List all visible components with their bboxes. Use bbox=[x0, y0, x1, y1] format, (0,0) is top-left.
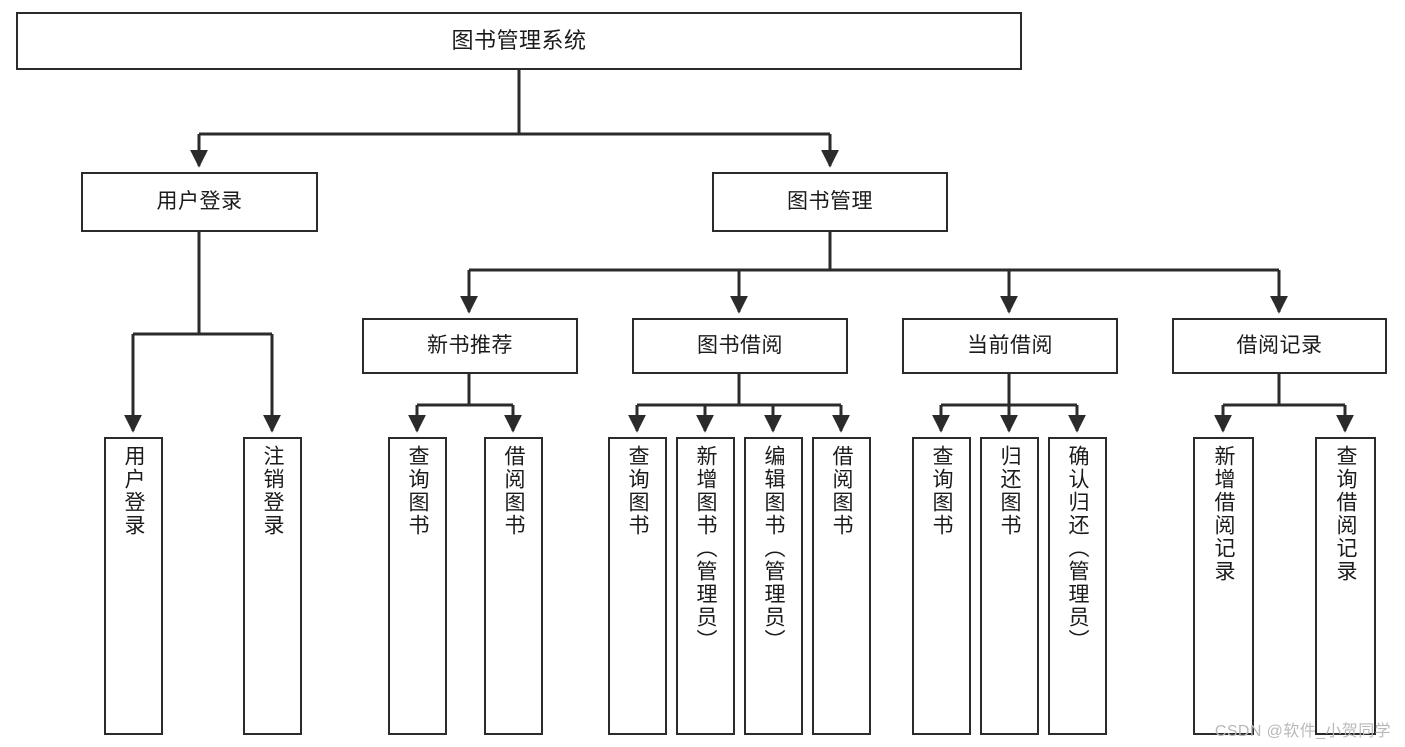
node-leaf-current-query-book-label: 查询图书 bbox=[930, 445, 953, 537]
node-book-borrow-label: 图书借阅 bbox=[697, 333, 783, 357]
node-leaf-add-borrow-record[interactable]: 新增借阅记录 bbox=[1193, 437, 1254, 735]
node-leaf-recommend-query-book[interactable]: 查询图书 bbox=[388, 437, 447, 735]
node-leaf-borrow-query-book-label: 查询图书 bbox=[626, 445, 649, 537]
node-new-book-recommend[interactable]: 新书推荐 bbox=[362, 318, 578, 374]
node-leaf-user-login[interactable]: 用户登录 bbox=[104, 437, 163, 735]
node-book-manage[interactable]: 图书管理 bbox=[712, 172, 948, 232]
node-leaf-return-book-label: 归还图书 bbox=[998, 445, 1021, 537]
node-leaf-recommend-query-book-label: 查询图书 bbox=[406, 445, 429, 537]
node-leaf-current-query-book[interactable]: 查询图书 bbox=[912, 437, 971, 735]
node-leaf-edit-book-label: 编辑图书（管理员） bbox=[762, 445, 785, 652]
node-leaf-query-borrow-record-label: 查询借阅记录 bbox=[1334, 445, 1357, 583]
node-leaf-user-logout[interactable]: 注销登录 bbox=[243, 437, 302, 735]
node-new-book-recommend-label: 新书推荐 bbox=[427, 333, 513, 357]
node-leaf-user-logout-label: 注销登录 bbox=[261, 445, 284, 537]
node-user-login-label: 用户登录 bbox=[156, 189, 243, 213]
node-leaf-add-book-label: 新增图书（管理员） bbox=[694, 445, 717, 652]
node-leaf-query-borrow-record[interactable]: 查询借阅记录 bbox=[1315, 437, 1376, 735]
node-leaf-borrow-book[interactable]: 借阅图书 bbox=[812, 437, 871, 735]
node-root-label: 图书管理系统 bbox=[451, 28, 587, 54]
node-leaf-recommend-borrow-book[interactable]: 借阅图书 bbox=[484, 437, 543, 735]
node-current-borrow-label: 当前借阅 bbox=[967, 333, 1053, 357]
node-leaf-confirm-return-label: 确认归还（管理员） bbox=[1066, 445, 1089, 652]
node-leaf-borrow-query-book[interactable]: 查询图书 bbox=[608, 437, 667, 735]
node-leaf-return-book[interactable]: 归还图书 bbox=[980, 437, 1039, 735]
node-root[interactable]: 图书管理系统 bbox=[16, 12, 1022, 70]
node-leaf-recommend-borrow-book-label: 借阅图书 bbox=[502, 445, 525, 537]
node-current-borrow[interactable]: 当前借阅 bbox=[902, 318, 1118, 374]
node-leaf-edit-book[interactable]: 编辑图书（管理员） bbox=[744, 437, 803, 735]
watermark: CSDN @软件_小贺同学 bbox=[1214, 723, 1391, 740]
node-leaf-borrow-book-label: 借阅图书 bbox=[830, 445, 853, 537]
node-borrow-record-label: 借阅记录 bbox=[1236, 333, 1323, 357]
node-leaf-user-login-label: 用户登录 bbox=[122, 445, 145, 537]
node-user-login[interactable]: 用户登录 bbox=[81, 172, 318, 232]
node-book-manage-label: 图书管理 bbox=[787, 189, 873, 213]
node-leaf-confirm-return[interactable]: 确认归还（管理员） bbox=[1048, 437, 1107, 735]
node-leaf-add-borrow-record-label: 新增借阅记录 bbox=[1212, 445, 1235, 583]
node-book-borrow[interactable]: 图书借阅 bbox=[632, 318, 848, 374]
node-borrow-record[interactable]: 借阅记录 bbox=[1172, 318, 1387, 374]
node-leaf-add-book[interactable]: 新增图书（管理员） bbox=[676, 437, 735, 735]
